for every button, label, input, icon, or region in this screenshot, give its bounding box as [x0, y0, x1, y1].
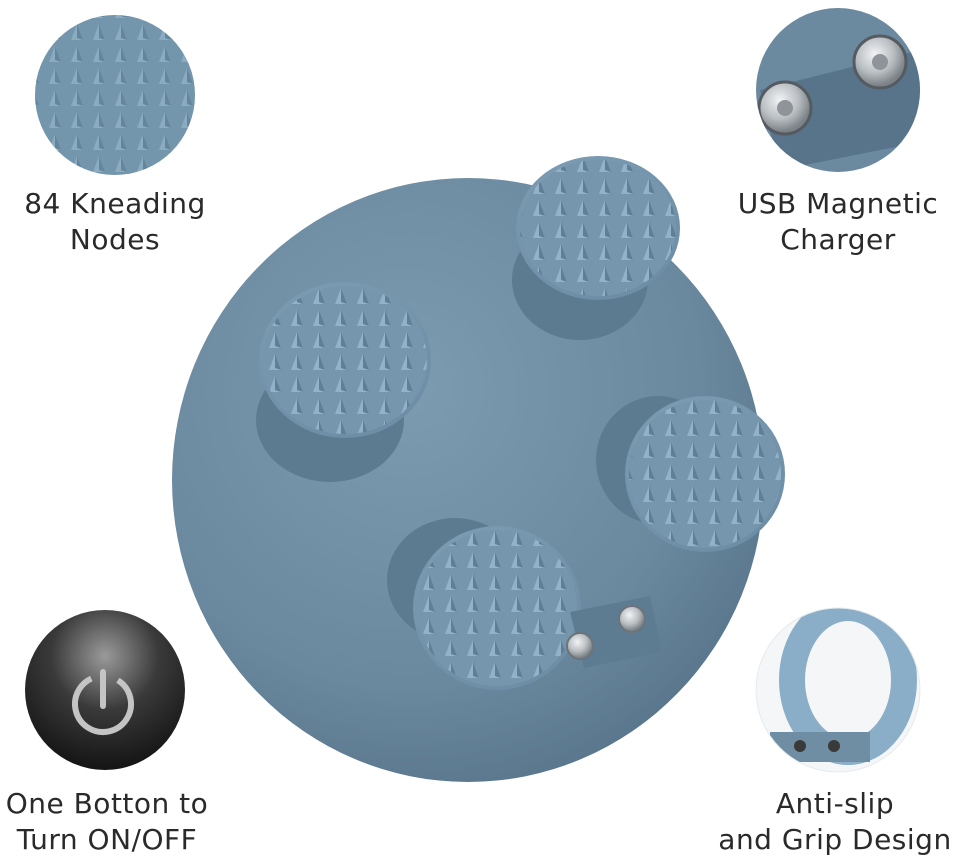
- feature-power-line2: Turn ON/OFF: [16, 823, 198, 856]
- kneading-nodes-closeup: [35, 15, 195, 175]
- charging-contacts: [566, 596, 662, 668]
- feature-charger-line1: USB Magnetic: [737, 187, 939, 220]
- massage-head-right: [596, 396, 785, 552]
- feature-label-kneading-nodes: 84 Kneading Nodes: [5, 186, 225, 258]
- feature-grip-line1: Anti-slip: [775, 787, 895, 820]
- feature-power-line1: One Botton to: [5, 787, 209, 820]
- power-button-icon: [25, 610, 185, 770]
- feature-kneading-line2: Nodes: [69, 223, 161, 256]
- feature-label-usb-charger: USB Magnetic Charger: [718, 186, 958, 258]
- feature-label-anti-slip: Anti-slip and Grip Design: [712, 786, 958, 858]
- feature-charger-line2: Charger: [780, 223, 896, 256]
- massage-head-left: [256, 282, 431, 482]
- magnetic-charger-closeup: [756, 8, 920, 172]
- massage-head-bottom: [387, 518, 581, 690]
- grip-ring-closeup: [755, 607, 921, 773]
- feature-label-power-button: One Botton to Turn ON/OFF: [0, 786, 214, 858]
- feature-grip-line2: and Grip Design: [718, 823, 952, 856]
- feature-kneading-line1: 84 Kneading: [24, 187, 206, 220]
- massage-head-top: [512, 156, 680, 340]
